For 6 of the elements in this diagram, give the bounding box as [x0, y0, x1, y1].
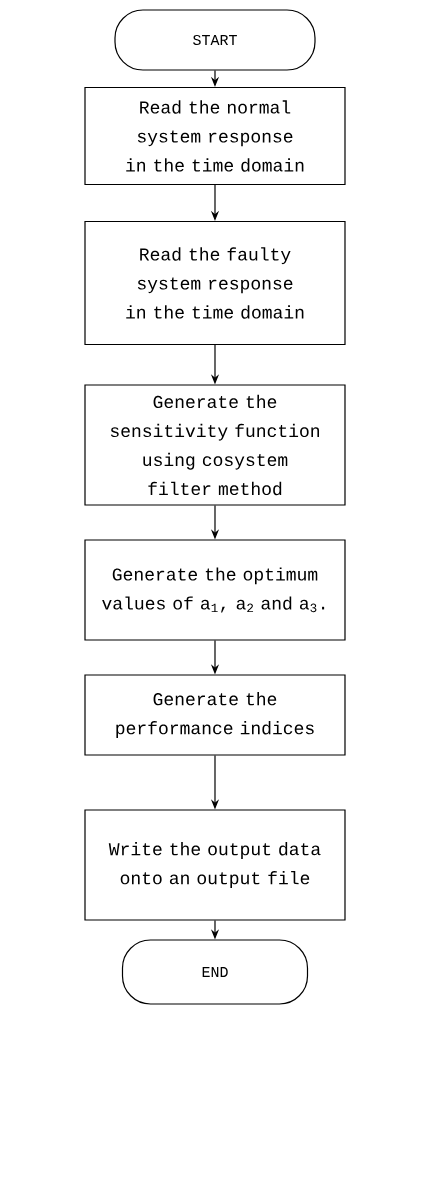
- process-box: Generate the sensitivity function using cosystem filter method: [84, 384, 346, 506]
- process-box: Read the normal system response in the time domain: [84, 86, 346, 186]
- process-box: Generate the optimum values of a$_{1}$, a$_{2}$ and a$_{3}$.: [84, 539, 346, 641]
- process-box: Write the output data onto an output file: [84, 809, 346, 921]
- process-box: Generate the performance indices: [84, 674, 346, 756]
- process-box: Read the faulty system response in the time domain: [84, 220, 346, 346]
